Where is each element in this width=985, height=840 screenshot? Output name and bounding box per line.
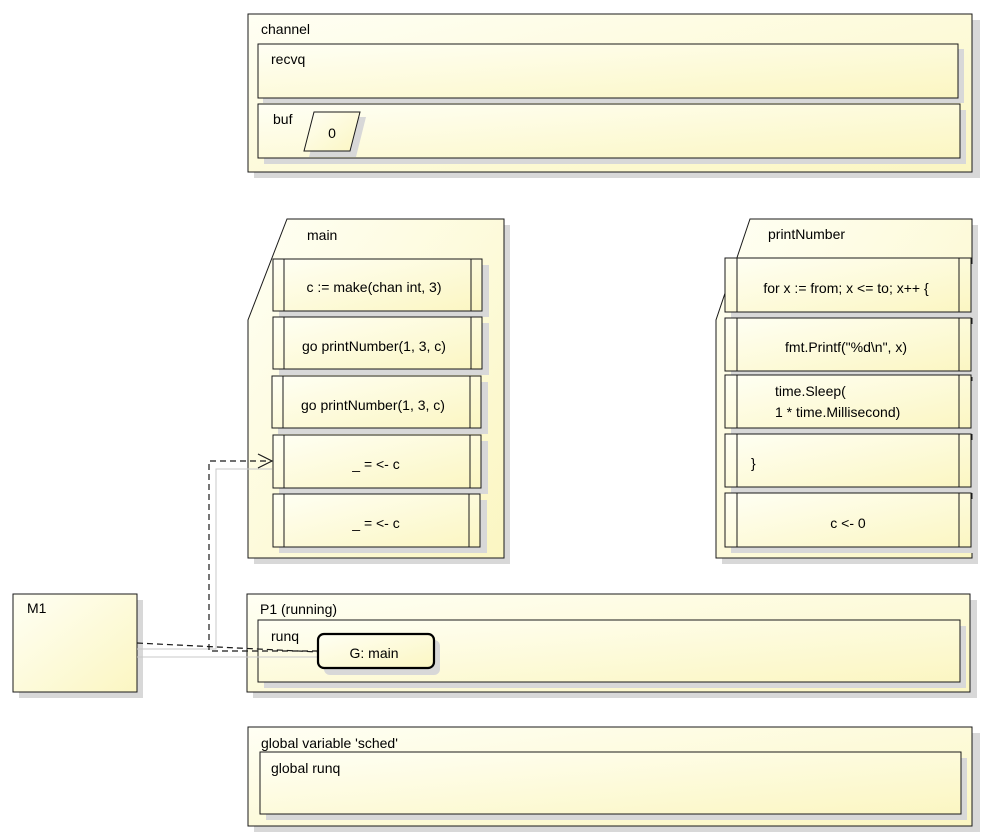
printnumber-title: printNumber: [768, 226, 845, 242]
processor-runq: runq: [257, 619, 966, 688]
print-stmt-sleep: time.Sleep( 1 * time.Millisecond): [724, 374, 977, 434]
processor-runq-label: runq: [271, 628, 299, 644]
main-stmt-0: c := make(chan int, 3): [272, 258, 489, 317]
global-runq-label: global runq: [271, 760, 340, 776]
main-stmt-4: _ = <- c: [272, 493, 487, 553]
main-stmt-0-text: c := make(chan int, 3): [306, 279, 441, 295]
print-stmt-printf: fmt.Printf("%d\n", x): [724, 317, 977, 377]
main-stmt-4-text: _ = <- c: [351, 515, 399, 531]
print-stmt-send-text: c <- 0: [830, 515, 866, 531]
channel-box: channel recvq buf 0: [247, 13, 980, 178]
print-stmt-for-text: for x := from; x <= to; x++ {: [763, 280, 929, 296]
channel-title: channel: [261, 21, 310, 37]
goroutine-main: G: main: [316, 632, 440, 675]
print-stmt-close-brace-text: }: [751, 455, 756, 471]
main-stmt-3: _ = <- c: [272, 434, 488, 494]
recvq-label: recvq: [271, 51, 305, 67]
goroutine-to-stmt-link: [208, 460, 318, 652]
main-stmt-3-text: _ = <- c: [351, 456, 399, 472]
processor-title: P1 (running): [260, 601, 337, 617]
goroutine-label: G: main: [349, 645, 398, 661]
print-stmt-close-brace: }: [724, 433, 977, 493]
machine-m1-box: M1: [12, 593, 143, 698]
main-title: main: [307, 227, 337, 243]
print-stmt-printf-text: fmt.Printf("%d\n", x): [785, 339, 907, 355]
main-stmt-1: go printNumber(1, 3, c): [272, 316, 489, 375]
global-runq: global runq: [259, 751, 967, 820]
channel-buf: buf 0: [257, 103, 966, 164]
main-stmt-1-text: go printNumber(1, 3, c): [302, 338, 446, 354]
print-stmt-send: c <- 0: [724, 492, 977, 553]
channel-recvq: recvq: [257, 43, 964, 103]
print-stmt-for: for x := from; x <= to; x++ {: [724, 257, 977, 318]
connector-lines: [136, 453, 319, 658]
sched-title: global variable 'sched': [261, 735, 398, 751]
print-stmt-sleep-line1: time.Sleep(: [775, 383, 846, 399]
main-function-box: main c := make(chan int, 3) go printNumb…: [247, 218, 510, 564]
printnumber-function-box: printNumber for x := from; x <= to; x++ …: [715, 218, 978, 564]
global-sched-box: global variable 'sched' global runq: [247, 726, 980, 832]
print-stmt-sleep-line2: 1 * time.Millisecond): [775, 404, 900, 420]
buf-label: buf: [273, 111, 293, 127]
machine-label: M1: [27, 600, 47, 616]
buf-value: 0: [328, 125, 336, 141]
arrowhead-icon: [257, 453, 274, 469]
main-stmt-2: go printNumber(1, 3, c): [271, 375, 488, 434]
main-stmt-2-text: go printNumber(1, 3, c): [301, 397, 445, 413]
processor-p1-box: P1 (running) runq: [246, 593, 977, 698]
